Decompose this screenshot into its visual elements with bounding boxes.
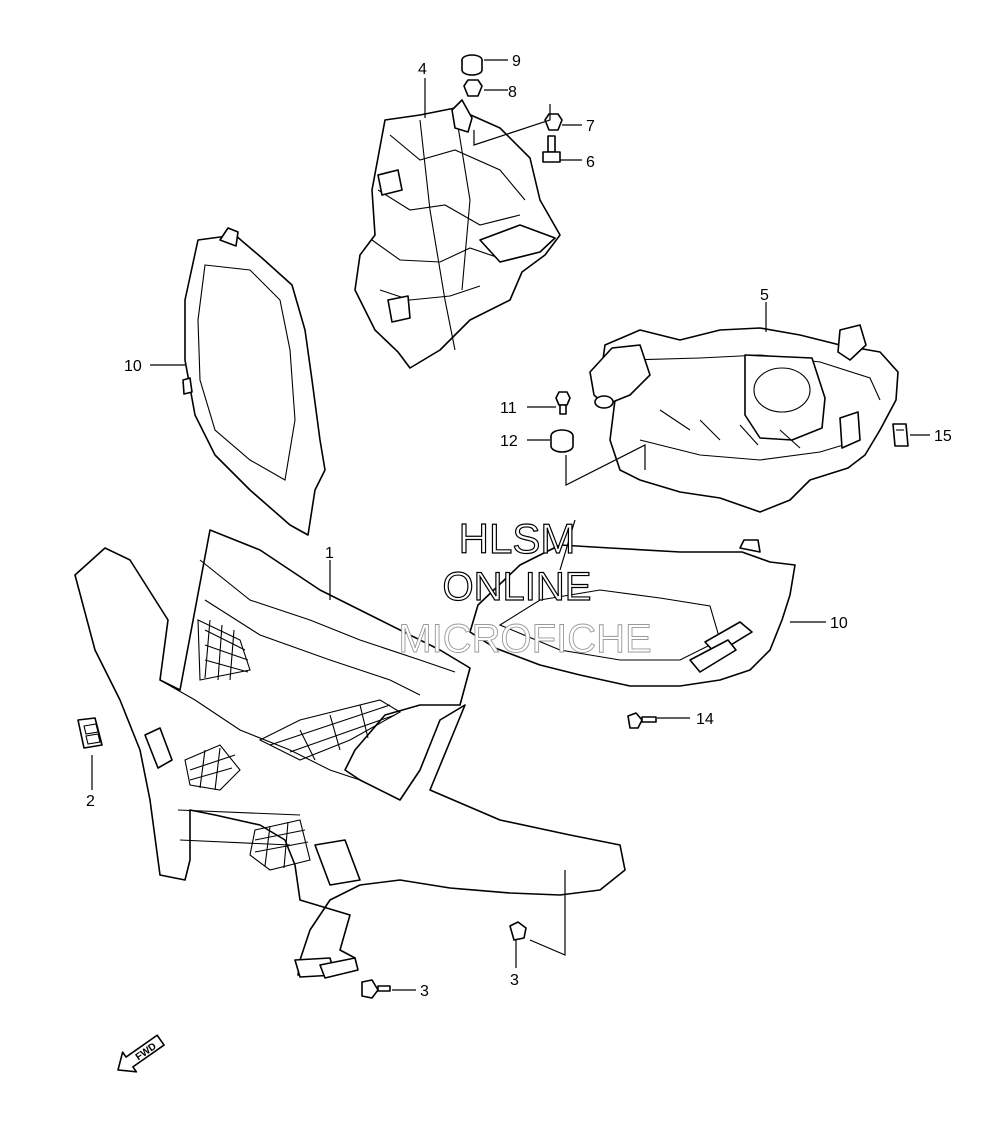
part-12-bolt [555,391,571,415]
callout-3-right: 3 [510,972,519,989]
part-7-washer-nut [544,113,563,131]
part-6-bolt [542,135,561,163]
callout-15: 15 [934,428,952,445]
fwd-arrow: FWD [117,1034,165,1073]
part-1-front-fender [74,529,626,979]
part-15-clip [892,423,909,447]
part-3-screw-right [509,921,527,941]
part-10-headlight-frame [182,227,326,536]
part-11-grille-cover [469,539,796,687]
leader-lines [91,59,930,991]
part-5-lower-housing [589,324,899,513]
callout-2: 2 [86,793,95,810]
callout-9: 9 [512,53,521,70]
callout-8: 8 [508,84,517,101]
part-4-headlight-housing [354,99,561,369]
callout-1: 1 [325,545,334,562]
part-13-grommet [550,429,574,453]
callout-13: 12 [500,433,518,450]
callout-11: 10 [830,615,848,632]
watermark-line-2: ONLINE [443,565,592,609]
part-2-emblem [77,717,103,749]
callout-12: 11 [500,400,517,417]
callout-5: 5 [760,287,769,304]
callout-labels: 4 9 8 7 6 5 10 11 12 15 1 10 14 2 3 3 [86,53,952,1000]
part-14-screw [627,712,657,729]
callout-10: 10 [124,358,142,375]
part-9-grommet [461,54,483,76]
callout-7: 7 [586,118,595,135]
watermark-line-3: MICROFICHE [398,617,651,661]
part-8-nut [463,79,483,97]
callout-4: 4 [418,61,427,78]
watermark-line-1: HLSM [459,515,576,562]
callout-6: 6 [586,154,595,171]
callout-3-lower: 3 [420,983,429,1000]
part-3-screw-lower [361,979,391,999]
watermark: HLSM ONLINE MICROFICHE [398,514,652,661]
callout-14: 14 [696,711,714,728]
